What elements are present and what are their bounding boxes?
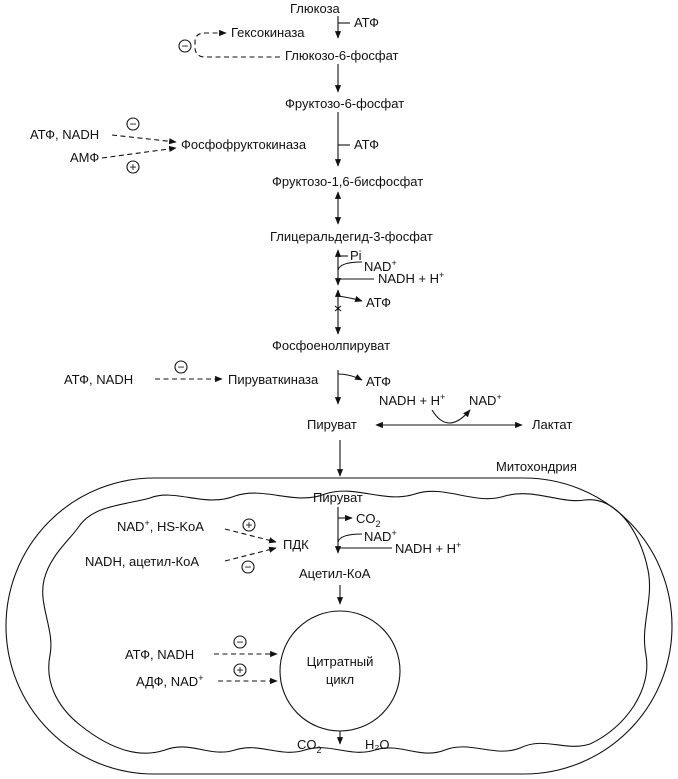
enzyme-hexokinase: Гексокиназа [231,25,305,40]
inhibition-sign-pfk [126,117,140,131]
metabolite-g3p: Глицеральдегид-3-фосфат [270,229,433,244]
nadh-nad-exchange-arc [431,409,471,424]
regulator-pdk-inhibitors: NADH, ацетил-КоА [85,554,199,569]
citric-acid-cycle [279,610,401,732]
enzyme-pfk: Фосфофруктокиназа [181,137,307,152]
cofactor-pi: Pi [350,248,362,263]
metabolite-f6p: Фруктозо-6-фосфат [285,96,404,111]
minus-sign: − [181,39,188,53]
regulator-pdk-activators: NAD+, HS-KoA [117,518,204,534]
cofactor-atp-2: АТФ [354,137,379,152]
plus-sign: + [129,160,136,174]
minus-sign: − [177,360,184,374]
metabolite-pyruvate-mito: Пируват [313,490,363,505]
minus-sign: − [244,560,251,574]
regulator-pk-inhibitors: АТФ, NADH [64,372,133,387]
regulation-pdk-activators [224,528,277,544]
inhibition-sign-cycle [233,635,247,649]
mitochondria-inner-membrane [42,490,651,754]
metabolite-pyruvate: Пируват [307,417,357,432]
cofactor-nad-2: NAD+ [364,528,397,544]
regulation-pdk-inhibitors [224,546,277,562]
regulator-pfk-activator: АМФ [70,150,99,165]
cycle-label-line1: Цитратный [307,654,374,669]
cofactor-atp-1: АТФ [354,15,379,30]
plus-sign: + [245,518,252,532]
inhibition-sign-pdk [241,560,255,574]
product-h2o: H₂O [365,737,390,752]
tick-mark [334,305,342,312]
minus-sign: − [236,635,243,649]
activation-sign-pfk [126,160,140,174]
metabolite-pep: Фосфоенолпируват [272,338,390,353]
cofactor-atp-3: АТФ [366,295,391,310]
inhibition-sign-pk [174,360,188,374]
mitochondria-outer-membrane [5,477,673,775]
metabolite-f16bp: Фруктозо-1,6-бисфосфат [272,174,423,189]
cofactor-nadh-lactate: NADH + H+ [379,392,445,408]
regulator-pfk-inhibitors: АТФ, NADH [30,127,99,142]
nad-branch-2 [337,533,363,543]
cofactor-nad-1: NAD+ [364,258,397,274]
metabolite-lactate: Лактат [532,417,572,432]
cofactor-nadh-1: NADH + H+ [378,270,444,286]
cycle-label-line2: цикл [326,672,354,687]
nad-branch-1 [337,261,363,271]
cofactor-nad-lactate: NAD+ [469,392,502,408]
regulator-cycle-inhibitors: АТФ, NADH [125,647,194,662]
minus-sign: − [129,117,136,131]
mitochondria-label: Митохондрия [496,459,577,474]
regulator-cycle-activators: АДФ, NAD+ [136,673,203,689]
cofactor-atp-4: АТФ [366,374,391,389]
atp-branch-3 [337,295,363,302]
regulation-pfk-activator [101,145,177,159]
regulation-pfk-inhibitors [111,134,177,145]
activation-sign-cycle [233,663,247,677]
feedback-g6p-hexokinase [194,29,280,58]
cofactor-co2-mito: CO2 [356,511,381,529]
cofactor-nadh-2: NADH + H+ [395,540,461,556]
product-co2: CO2 [297,737,322,755]
metabolite-glucose: Глюкоза [290,1,341,16]
plus-sign: + [236,663,243,677]
enzyme-pyruvate-kinase: Пируваткиназа [228,372,319,387]
enzyme-pdk: ПДК [283,537,309,552]
metabolite-g6p: Глюкозо-6-фосфат [285,48,399,63]
atp-branch-4 [337,373,363,381]
inhibition-sign-hexokinase [178,39,192,53]
activation-sign-pdk [242,518,256,532]
metabolite-acetyl-coa: Ацетил-КоА [299,566,371,581]
